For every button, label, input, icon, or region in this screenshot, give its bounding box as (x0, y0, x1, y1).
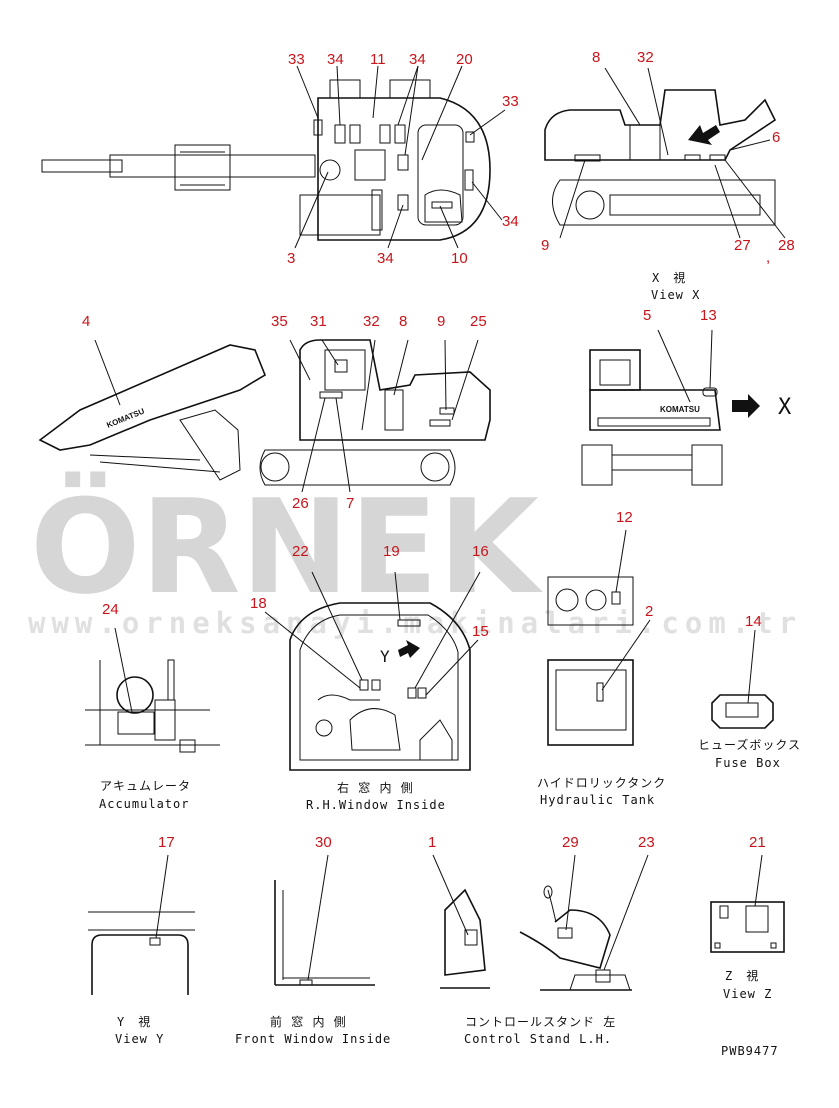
caption-fuse-jp: ヒューズボックス (698, 737, 801, 752)
callout-cs-29: 29 (562, 834, 579, 851)
callout-side-31: 31 (310, 313, 327, 330)
callout-side-9: 9 (437, 313, 445, 330)
callout-side-4: 4 (82, 313, 90, 330)
callout-top-33a: 33 (288, 51, 305, 68)
callout-cs-23: 23 (638, 834, 655, 851)
caption-view-x-en: View X (651, 288, 700, 302)
caption-fw-en: Front Window Inside (235, 1032, 391, 1046)
top-view-drawing (41, 65, 506, 249)
callout-top-34c: 34 (502, 213, 519, 230)
callout-acc-24: 24 (102, 601, 119, 618)
callout-window-16: 16 (472, 543, 489, 560)
front-window-callouts: 30 前 窓 内 側 Front Window Inside (235, 834, 391, 1046)
watermark-brand: ÖRNEK (30, 471, 543, 623)
callout-x-6: 6 (772, 129, 780, 146)
callout-top-11: 11 (370, 51, 386, 68)
caption-view-z-jp: Z 視 (725, 968, 759, 983)
drawing-code: PWB9477 (721, 1044, 779, 1058)
callout-x-comma: , (766, 249, 770, 266)
caption-cs-en: Control Stand L.H. (464, 1032, 612, 1046)
caption-window-jp: 右 窓 内 側 (337, 780, 414, 795)
callout-side-7: 7 (346, 495, 354, 512)
caption-window-en: R.H.Window Inside (306, 798, 446, 812)
tank-drawing (547, 529, 651, 746)
callout-z-21: 21 (749, 834, 766, 851)
callout-window-15: 15 (472, 623, 489, 640)
callout-top-10: 10 (451, 250, 468, 267)
callout-side-25: 25 (470, 313, 487, 330)
callout-x-28: 28 (778, 237, 795, 254)
window-callouts: 22 19 16 18 15 右 窓 内 側 R.H.Window Inside (250, 543, 489, 812)
callout-window-18: 18 (250, 595, 267, 612)
caption-view-z-en: View Z (723, 987, 772, 1001)
callout-rear-5: 5 (643, 307, 651, 324)
callout-cs-1: 1 (428, 834, 436, 851)
tank-callouts: 12 2 ハイドロリックタンク Hydraulic Tank (537, 509, 666, 807)
callout-rear-13: 13 (700, 307, 717, 324)
watermark-url: www.orneksanayi.makinalari.com.tr (28, 606, 802, 640)
caption-acc-jp: アキュムレータ (100, 779, 191, 793)
fusebox-drawing (711, 629, 774, 729)
callout-x-32: 32 (637, 49, 654, 66)
caption-view-x-jp: X 視 (652, 270, 686, 285)
fusebox-callouts: 14 ヒューズボックス Fuse Box (698, 613, 801, 770)
callout-top-34b: 34 (409, 51, 426, 68)
caption-fuse-en: Fuse Box (715, 756, 781, 770)
callout-side-32: 32 (363, 313, 380, 330)
side-view-drawing: KOMATSU (38, 339, 491, 493)
callout-side-26: 26 (292, 495, 309, 512)
view-x-arrow-letter: X (778, 395, 792, 420)
callout-fw-30: 30 (315, 834, 332, 851)
callout-top-3: 3 (287, 250, 295, 267)
callout-fuse-14: 14 (745, 613, 762, 630)
top-view-callouts: 33 34 11 34 20 33 34 3 34 10 (287, 51, 519, 267)
caption-view-y-jp: Y 視 (117, 1014, 151, 1029)
callout-window-22: 22 (292, 543, 309, 560)
window-drawing: Y (264, 571, 481, 771)
caption-tank-jp: ハイドロリックタンク (537, 776, 666, 790)
callout-side-35: 35 (271, 313, 288, 330)
caption-acc-en: Accumulator (99, 797, 189, 811)
callout-tank-2: 2 (645, 603, 653, 620)
window-y-letter: Y (380, 647, 390, 666)
callout-y-17: 17 (158, 834, 175, 851)
view-z-drawing (710, 854, 785, 953)
callout-tank-12: 12 (616, 509, 633, 526)
caption-fw-jp: 前 窓 内 側 (270, 1014, 347, 1029)
view-x-callouts: 8 32 6 9 27 , 28 X 視 View X (541, 49, 795, 302)
caption-tank-en: Hydraulic Tank (540, 793, 655, 807)
view-x-drawing (544, 67, 786, 239)
accumulator-drawing (85, 627, 220, 753)
caption-cs-jp: コントロールスタンド 左 (465, 1014, 616, 1029)
callout-x-9: 9 (541, 237, 549, 254)
komatsu-logo-rear: KOMATSU (660, 405, 700, 414)
view-y-callouts: 17 Y 視 View Y (115, 834, 175, 1046)
rear-view-drawing: KOMATSU X (581, 329, 792, 486)
callout-x-8: 8 (592, 49, 600, 66)
view-z-callouts: 21 Z 視 View Z (723, 834, 772, 1001)
view-y-drawing (88, 854, 195, 995)
control-stand-drawing (432, 854, 649, 991)
rear-view-callouts: 5 13 (643, 307, 717, 324)
callout-window-19: 19 (383, 543, 400, 560)
callout-top-34a: 34 (327, 51, 344, 68)
callout-x-27: 27 (734, 237, 751, 254)
callout-side-8: 8 (399, 313, 407, 330)
callout-top-34d: 34 (377, 250, 394, 267)
control-stand-callouts: 1 29 23 コントロールスタンド 左 Control Stand L.H. (428, 834, 655, 1046)
accumulator-callouts: 24 アキュムレータ Accumulator (99, 601, 191, 811)
watermark: ÖRNEK www.orneksanayi.makinalari.com.tr (28, 471, 802, 640)
callout-top-33b: 33 (502, 93, 519, 110)
komatsu-logo-boom: KOMATSU (105, 406, 146, 429)
callout-top-20: 20 (456, 51, 473, 68)
front-window-drawing (274, 854, 375, 986)
caption-view-y-en: View Y (115, 1032, 164, 1046)
side-view-callouts: 4 35 31 32 8 9 25 26 7 (82, 313, 487, 512)
